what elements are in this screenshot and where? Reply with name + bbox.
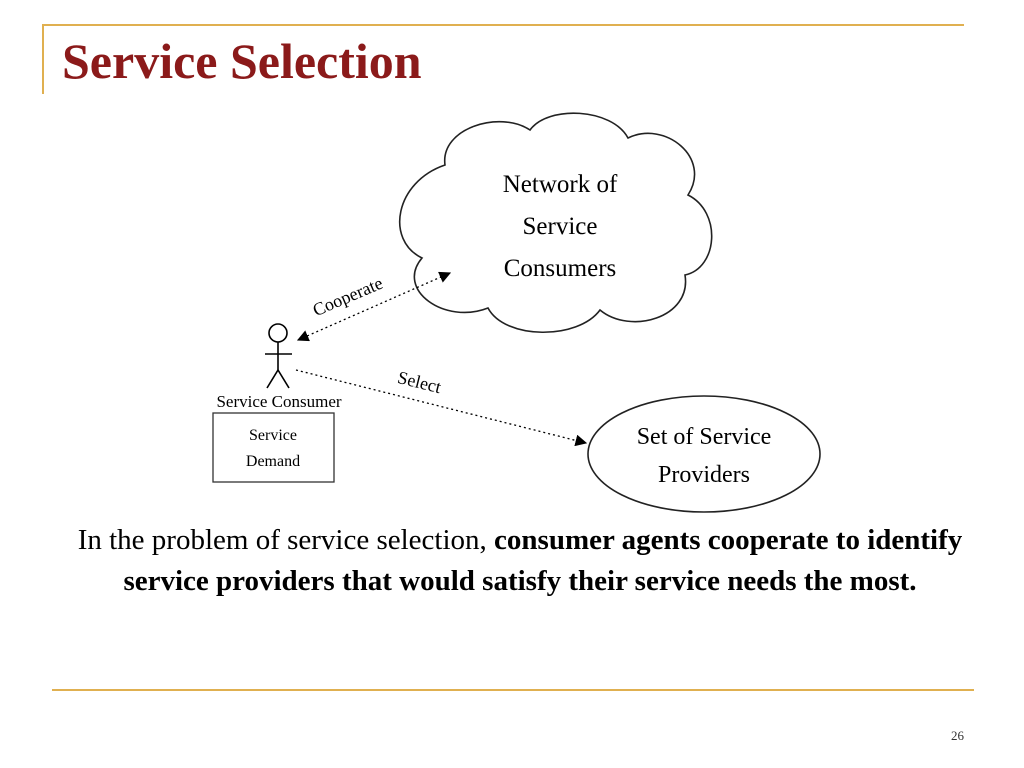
cooperate-label: Cooperate: [310, 273, 386, 320]
caption-bold-text: consumer agents cooperate to identify se…: [123, 524, 963, 597]
service-demand-box: Service Demand: [212, 412, 335, 483]
slide-title: Service Selection: [62, 33, 422, 89]
actor-label: Service Consumer: [216, 392, 341, 411]
consumer-actor-icon: [265, 323, 292, 389]
top-rule: [42, 24, 964, 26]
select-label: Select: [396, 367, 444, 397]
providers-label-line-2: Providers: [658, 462, 750, 488]
cloud-label-line-2: Service: [523, 213, 598, 240]
caption-plain-text: In the problem of service selection,: [77, 524, 495, 556]
demand-label-line-1: Service: [249, 427, 297, 444]
left-rule: [42, 24, 44, 94]
providers-label-line-1: Set of Service: [637, 424, 772, 450]
demand-label-line-2: Demand: [246, 453, 300, 470]
consumer-network-cloud: Network of Service Consumers: [398, 112, 713, 333]
footer-rule: [52, 689, 974, 691]
page-number: 26: [951, 728, 964, 743]
cloud-label-line-1: Network of: [503, 171, 618, 198]
slide-caption: In the problem of service selection, con…: [60, 520, 980, 602]
cloud-label-line-3: Consumers: [504, 255, 617, 282]
service-providers-ellipse: Set of Service Providers: [587, 395, 821, 513]
